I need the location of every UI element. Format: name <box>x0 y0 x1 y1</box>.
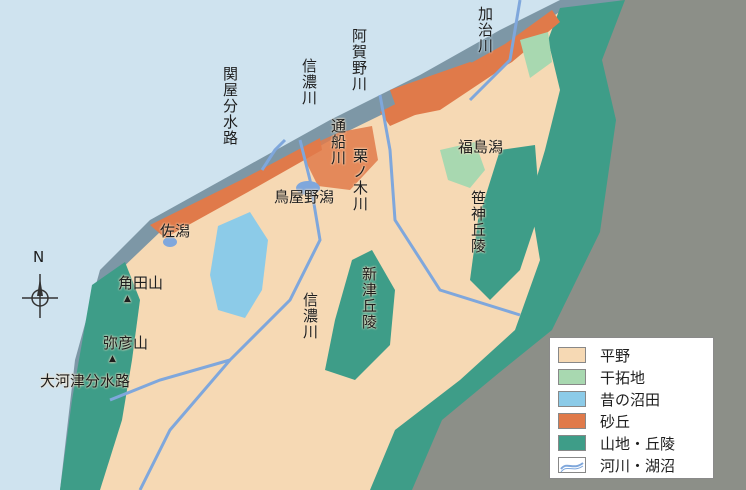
legend-label-dune: 砂丘 <box>600 413 631 431</box>
legend-swatch-plain <box>558 347 586 363</box>
label-sagata: 佐潟 <box>160 222 191 240</box>
legend-swatch-reclaimed <box>558 369 586 385</box>
label-kaji-river: 加治川 <box>476 6 494 54</box>
compass-north-label: N <box>33 248 45 266</box>
niitsu-hills-area <box>325 250 395 380</box>
label-fukushimagata: 福島潟 <box>458 138 504 156</box>
label-agano-river: 阿賀野川 <box>350 28 368 92</box>
legend-swatch-mountain <box>558 435 586 451</box>
label-sasakami-hills: 笹神丘陵 <box>469 190 487 254</box>
dune-strip-west <box>150 138 322 238</box>
sagata-lake <box>163 237 177 247</box>
legend-swatch-river <box>558 457 586 473</box>
label-sekiya-channel: 関屋分水路 <box>221 66 239 146</box>
label-shinano-river-south: 信濃川 <box>301 292 319 340</box>
kaji-river-line <box>468 0 522 102</box>
legend: 平野 干拓地 昔の沼田 砂丘 山地・丘陵 河川・湖沼 <box>549 337 714 479</box>
reclaimed-fukushima <box>440 142 485 188</box>
sekiya-channel-line <box>260 138 287 171</box>
label-yahikoyama: 弥彦山 <box>103 336 148 365</box>
label-shinano-river-north: 信濃川 <box>300 58 318 106</box>
label-niitsu-hills: 新津丘陵 <box>360 266 378 330</box>
legend-label-plain: 平野 <box>600 347 631 365</box>
legend-swatch-dune <box>558 413 586 429</box>
west-mountains <box>60 262 140 490</box>
label-okozu-channel: 大河津分水路 <box>40 372 131 390</box>
label-tsusen-river: 通船川 <box>329 118 347 166</box>
rivers <box>109 0 522 490</box>
east-mountains <box>370 0 625 490</box>
sasakami-hills-area <box>470 145 540 300</box>
label-toyanogata: 鳥屋野潟 <box>274 188 335 206</box>
legend-label-reclaimed: 干拓地 <box>600 369 646 387</box>
label-kurinoki-river: 栗ノ木川 <box>351 148 369 212</box>
reclaimed-north <box>520 32 552 78</box>
shinano-river-line <box>138 139 322 490</box>
legend-label-mountain: 山地・丘陵 <box>600 435 676 453</box>
agano-river-line <box>378 94 521 317</box>
legend-swatch-old-marsh <box>558 391 586 407</box>
old-marsh <box>210 212 268 318</box>
okozu-channel-line <box>109 358 231 402</box>
legend-label-river: 河川・湖沼 <box>600 457 676 475</box>
toyanogata-lake <box>296 181 320 195</box>
compass-icon <box>22 274 58 318</box>
dune-city <box>300 126 378 190</box>
dune-strip-inland <box>390 62 500 118</box>
label-kakudayama: 角田山 <box>118 276 163 305</box>
compass-rose: N <box>20 250 60 322</box>
river-wave-icon <box>560 462 584 473</box>
legend-label-old-marsh: 昔の沼田 <box>600 391 661 409</box>
